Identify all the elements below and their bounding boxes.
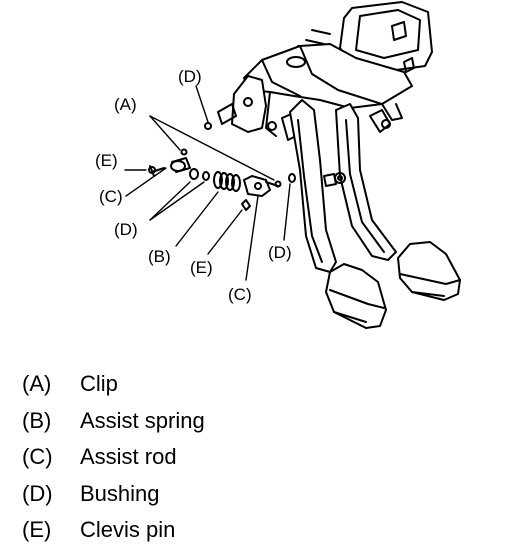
assist-rod — [243, 175, 279, 197]
legend-label: Bushing — [80, 480, 160, 506]
callout-e-left: (E) — [95, 151, 118, 170]
bushing-right — [288, 173, 296, 183]
callout-c-bottom: (C) — [228, 285, 252, 304]
legend-label: Assist spring — [80, 407, 205, 433]
clip-right — [274, 180, 282, 188]
legend-row-a: (A) Clip — [22, 366, 205, 403]
legend-row-e: (E) Clevis pin — [22, 512, 205, 549]
clip-left — [180, 148, 188, 156]
callout-b: (B) — [148, 247, 171, 266]
legend-key: (C) — [22, 444, 53, 470]
legend-key: (E) — [22, 517, 52, 543]
legend-label: Clevis pin — [80, 517, 176, 543]
pedal-bracket — [204, 1, 433, 141]
callout-d-right: (D) — [268, 243, 292, 262]
legend-key: (B) — [22, 407, 52, 433]
assist-spring — [213, 171, 241, 192]
clutch-pedal — [289, 99, 387, 329]
legend-key: (D) — [22, 480, 53, 506]
legend-row-c: (C) Assist rod — [22, 439, 205, 476]
pedal-assembly-diagram: (D) (A) (E) (C) (D) (B) (E) (D) (C) — [95, 1, 461, 329]
legend: (A) Clip (B) Assist spring (C) Assist ro… — [22, 366, 205, 549]
legend-row-b: (B) Assist spring — [22, 403, 205, 440]
leader-lines — [124, 85, 291, 281]
callout-c-left: (C) — [99, 187, 123, 206]
clevis-pin-left — [148, 165, 165, 177]
callout-e-bottom: (E) — [190, 258, 213, 277]
callout-a: (A) — [114, 95, 137, 114]
callout-d-top: (D) — [178, 67, 202, 86]
callout-d-left: (D) — [114, 220, 138, 239]
legend-label: Clip — [80, 371, 118, 397]
assist-rod-end — [170, 157, 191, 173]
legend-key: (A) — [22, 371, 52, 397]
bushings-left — [189, 168, 210, 181]
legend-row-d: (D) Bushing — [22, 476, 205, 513]
brake-pedal — [323, 103, 461, 301]
exploded-parts — [148, 148, 296, 211]
clevis-pin-lower — [241, 199, 251, 211]
legend-label: Assist rod — [80, 444, 177, 470]
